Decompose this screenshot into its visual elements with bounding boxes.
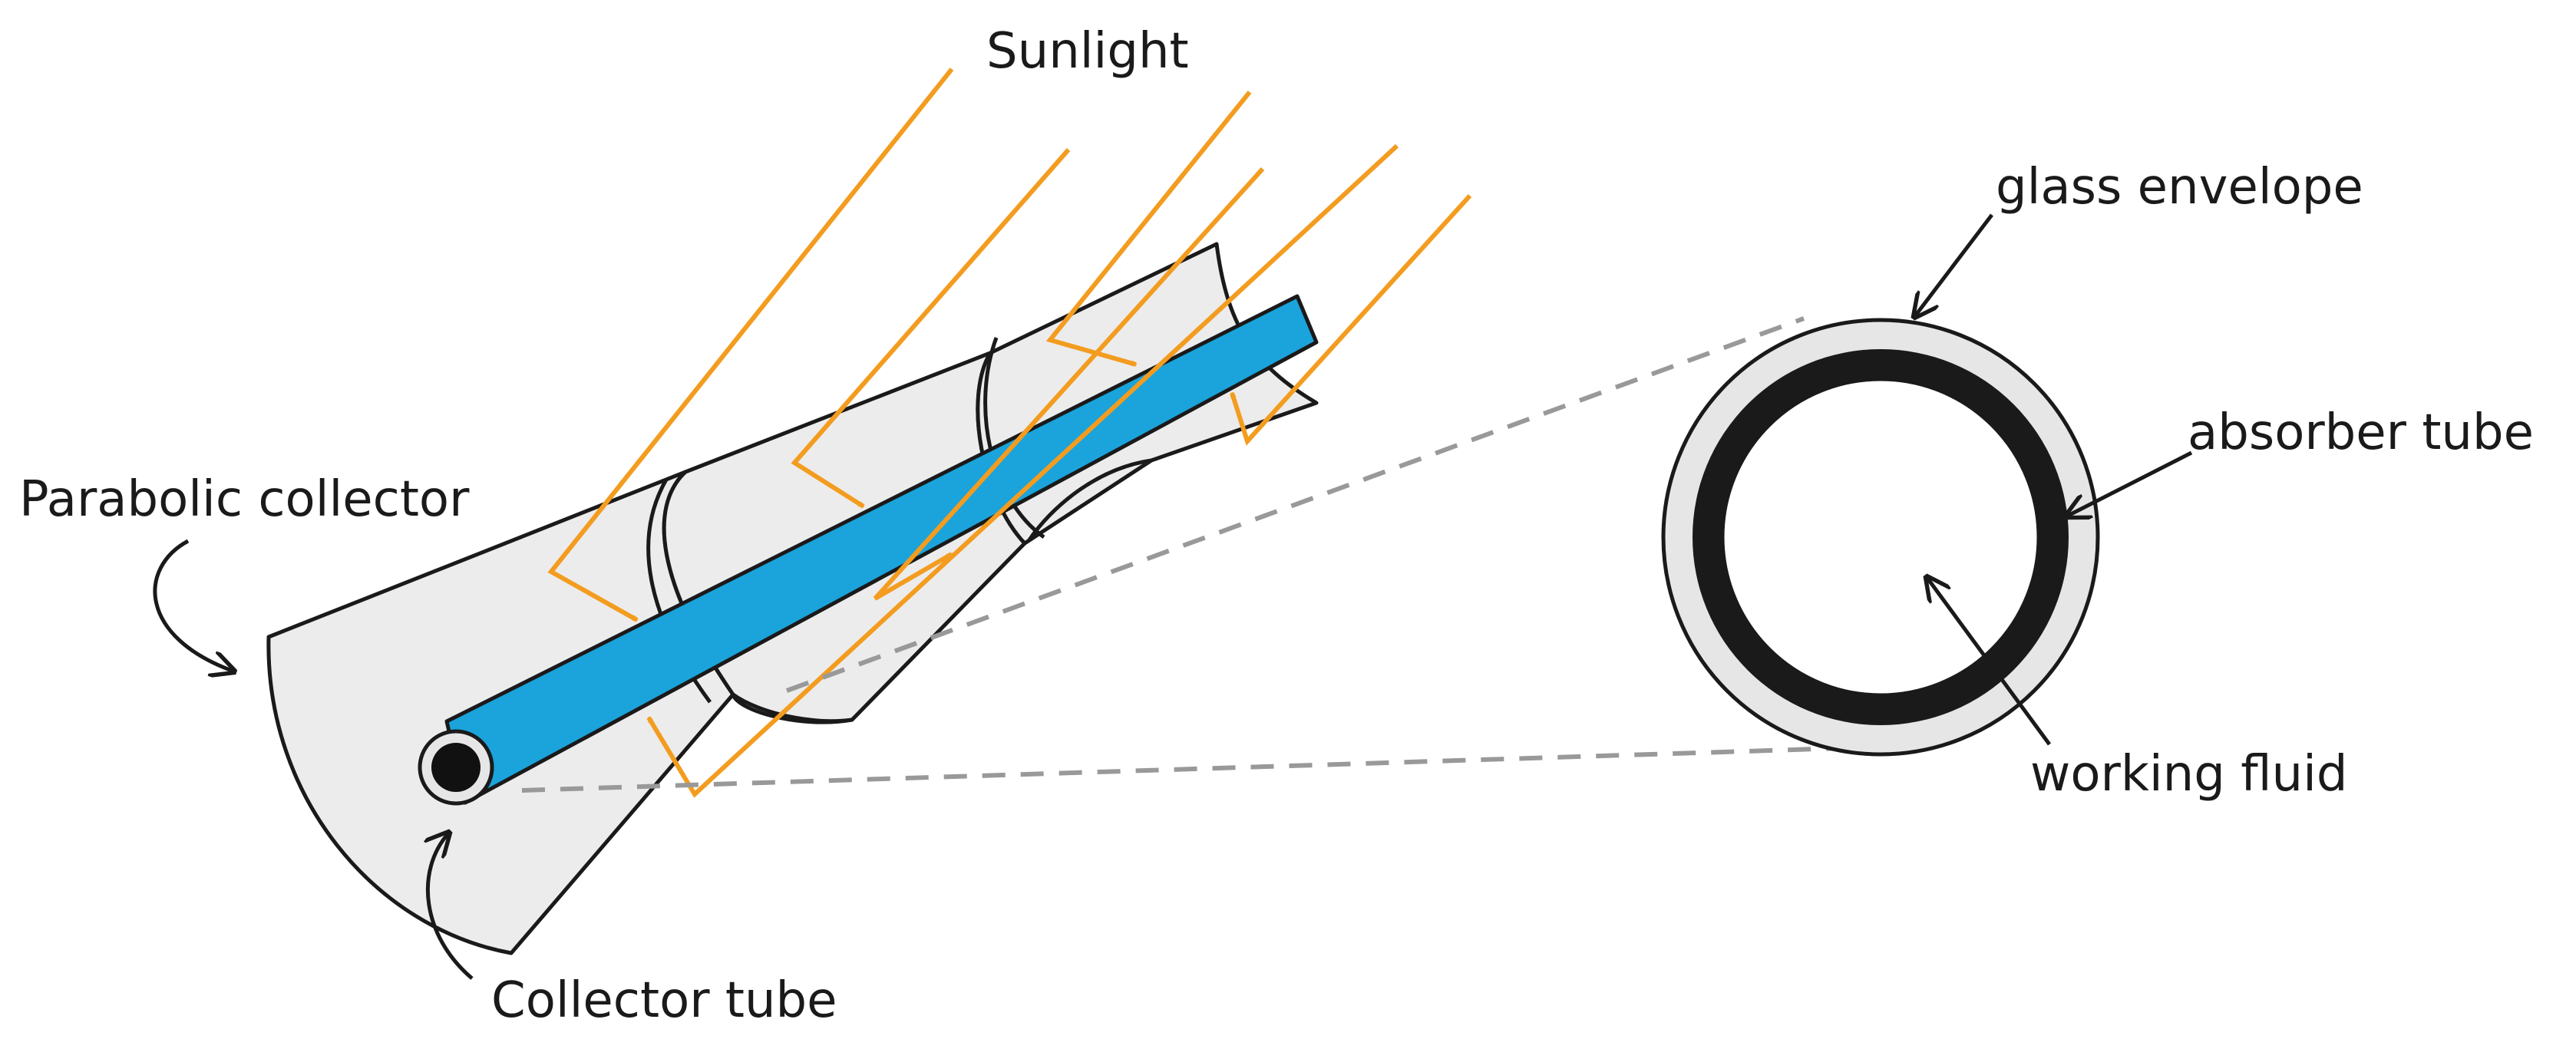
leader-lines [153,213,2193,980]
parabolic-collector-arrow [153,539,234,671]
absorber-tube-arrow [2066,450,2193,516]
parabolic-collector-label: Parabolic collector [19,471,470,528]
sunlight-ray-3 [1045,91,1252,367]
sunlight-ray-4 [873,167,1265,601]
collector-tube-label: Collector tube [491,972,837,1029]
tube-absorber-end [431,743,481,792]
sunlight-rays [547,68,1472,798]
sunlight-ray-2 [791,148,1071,509]
sunlight-ray-5 [646,143,1399,798]
sunlight-ray-1 [547,68,954,622]
sunlight-label: Sunlight [986,23,1189,80]
absorber-tube-label: absorber tube [2188,404,2534,461]
working-fluid [1722,378,2039,696]
sunlight-ray-6 [1230,193,1472,446]
glass-envelope-label: glass envelope [1996,159,2363,216]
working-fluid-label: working fluid [2030,746,2347,803]
receiver-cross-section [1661,318,2100,757]
glass-envelope-arrow [1914,213,1993,317]
collector-tube-arrow [428,833,474,980]
working-fluid-arrow [1927,577,2052,746]
zoom-lines [521,316,1843,793]
